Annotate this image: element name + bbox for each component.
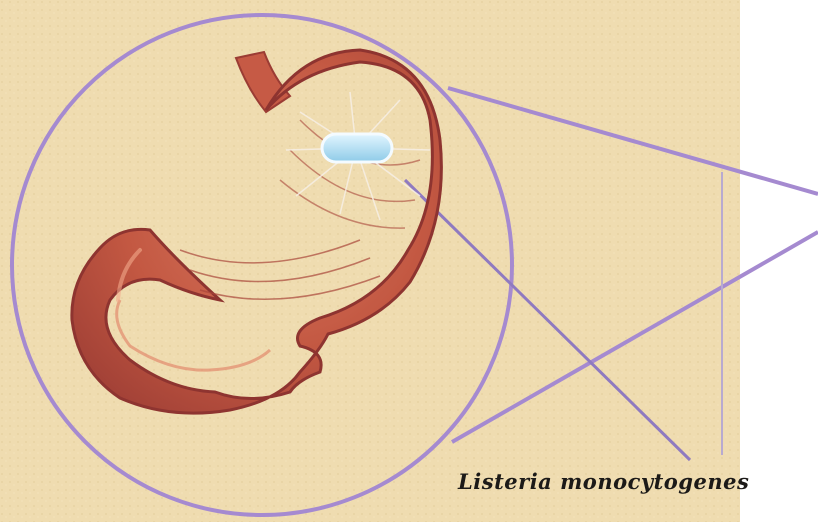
white-panel	[740, 0, 818, 522]
bacterium-label: Listeria monocytogenes	[458, 462, 818, 502]
bacterium-icon	[322, 134, 392, 162]
